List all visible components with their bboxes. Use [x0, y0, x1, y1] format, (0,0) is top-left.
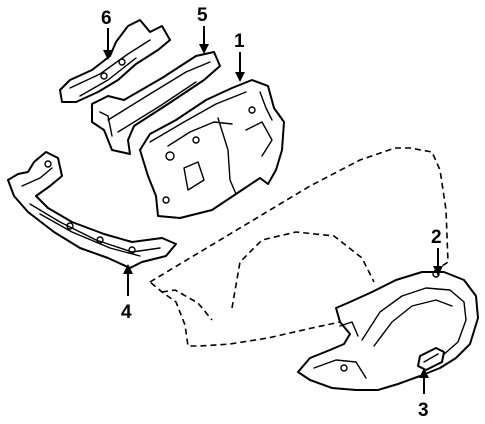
- part-1-dash-panel: [139, 79, 285, 219]
- callout-1: 1: [234, 31, 245, 52]
- part-3-clip: [417, 347, 445, 371]
- callout-6: 6: [101, 8, 112, 29]
- callout-5: 5: [197, 5, 208, 26]
- part-6-bracket: [59, 19, 171, 103]
- callout-4: 4: [121, 302, 132, 323]
- callout-3: 3: [418, 400, 429, 421]
- part-5-cowl-panel: [91, 51, 221, 155]
- callout-2: 2: [431, 227, 442, 248]
- part-4-apron: [7, 151, 177, 269]
- part-2-fender-liner: [297, 270, 479, 391]
